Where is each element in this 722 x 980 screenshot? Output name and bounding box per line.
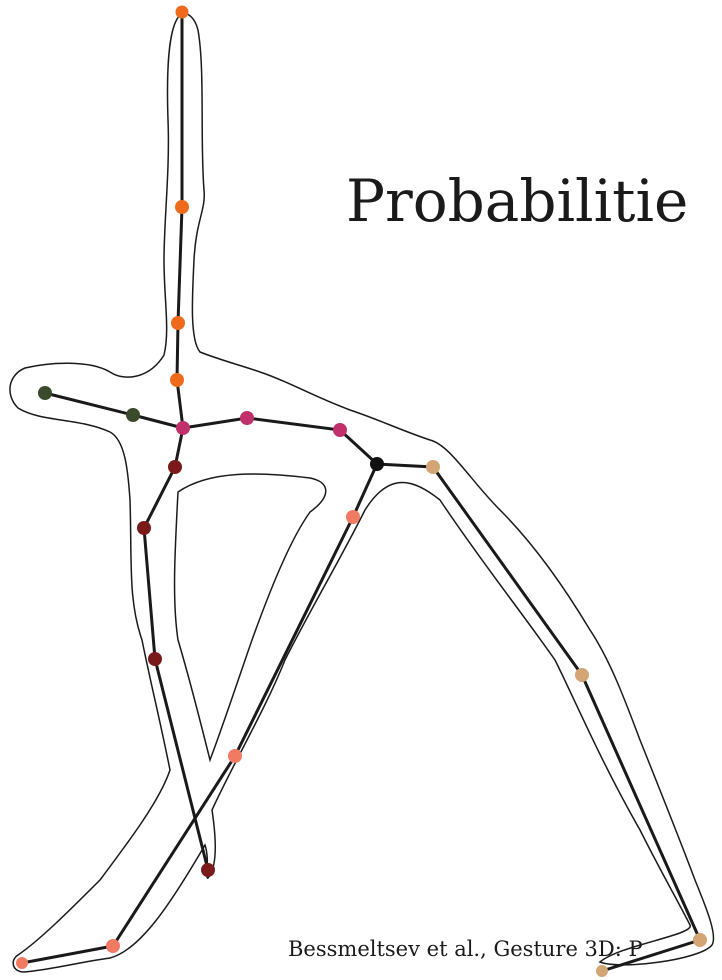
- bone-back-leg: [375, 462, 703, 973]
- joint-front-knee: [148, 652, 162, 666]
- joint-back-toe: [596, 965, 608, 977]
- joint-front-upper: [137, 521, 151, 535]
- joint-lowered-hand: [38, 386, 52, 400]
- joint-crossing-ankle: [106, 939, 120, 953]
- joint-front-hip: [168, 460, 182, 474]
- joint-crossing-toe: [16, 957, 28, 969]
- skeleton-bones: [20, 10, 703, 973]
- joint-raised-hand: [175, 200, 189, 214]
- bone-lowered-arm: [43, 391, 185, 430]
- joint-back-hip: [426, 460, 440, 474]
- joint-raised-shoulder: [170, 373, 184, 387]
- body-outline: [9, 12, 715, 973]
- joint-neck: [176, 421, 190, 435]
- bone-shoulder-line: [181, 416, 379, 466]
- joint-pelvis: [370, 457, 384, 471]
- joint-back-knee: [575, 668, 589, 682]
- bone-raised-arm: [175, 10, 185, 430]
- joint-raised-elbow: [171, 316, 185, 330]
- joint-back-ankle: [693, 933, 707, 947]
- joint-head: [175, 5, 189, 19]
- joint-front-ankle: [201, 863, 215, 877]
- leg-gap-outline: [173, 473, 327, 763]
- citation-text: Bessmeltsev et al., Gesture 3D: P: [288, 937, 643, 961]
- joint-crossing-hip: [346, 510, 360, 524]
- joint-spine-lower: [333, 423, 347, 437]
- joint-spine-upper: [240, 411, 254, 425]
- bone-crossing-leg: [20, 462, 379, 965]
- joint-crossing-knee: [228, 749, 242, 763]
- joint-lowered-elbow: [126, 408, 140, 422]
- skeleton-joints: [16, 5, 707, 977]
- slide-title: Probabilitie: [346, 167, 689, 235]
